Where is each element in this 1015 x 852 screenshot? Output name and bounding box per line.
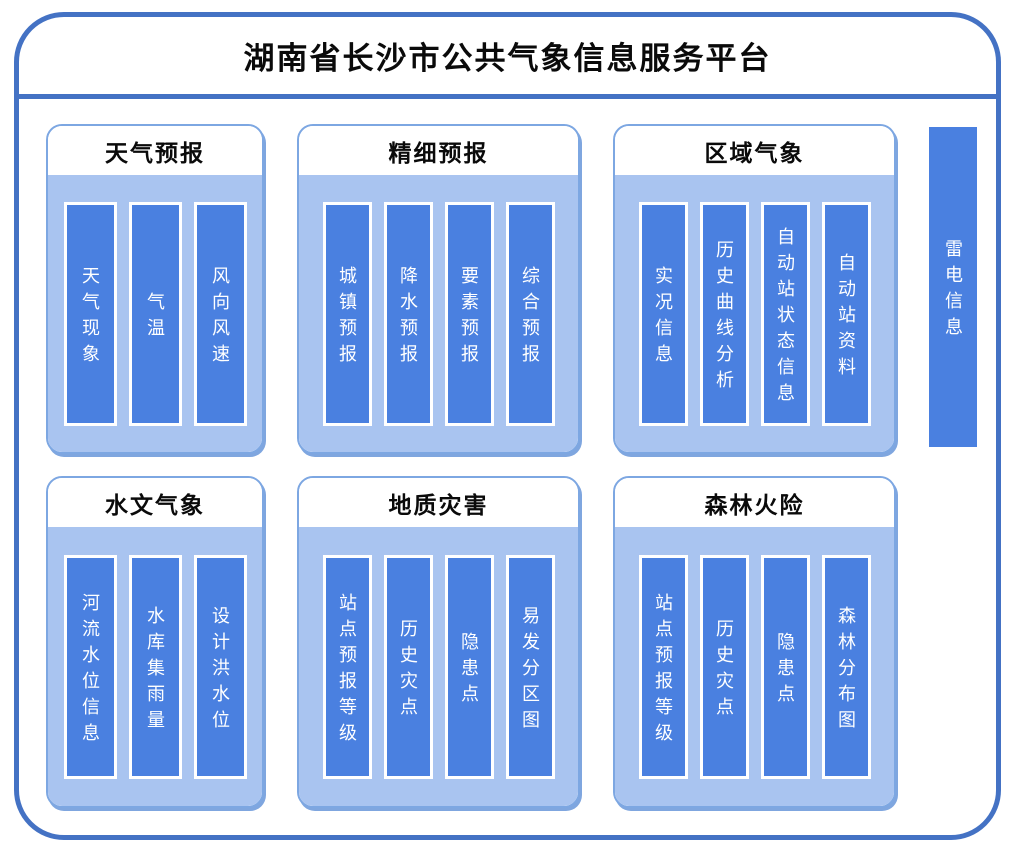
module-bar: 风向风速 (193, 201, 247, 426)
panel-body: 城镇预报 降水预报 要素预报 综合预报 (299, 175, 578, 452)
page-title: 湖南省长沙市公共气象信息服务平台 (243, 41, 772, 76)
panel-body: 河流水位信息 水库集雨量 设计洪水位 (48, 527, 262, 806)
module-bar: 森林分布图 (821, 554, 871, 779)
lightning-info-bar: 雷电信息 (929, 127, 977, 447)
module-label: 气温 (145, 291, 165, 344)
module-bar: 站点预报等级 (322, 554, 372, 779)
module-bar: 隐患点 (760, 554, 810, 779)
panel-body: 站点预报等级 历史灾点 隐患点 易发分区图 (299, 527, 578, 806)
module-label: 隐患点 (459, 631, 479, 710)
module-bar: 城镇预报 (322, 201, 372, 426)
panel-title: 精细预报 (299, 126, 578, 175)
panel-weather-forecast: 天气预报天气现象 气温 风向风速 (46, 124, 264, 454)
title-bar: 湖南省长沙市公共气象信息服务平台 (19, 17, 996, 99)
module-label: 风向风速 (210, 265, 230, 370)
module-bar: 天气现象 (63, 201, 117, 426)
module-bar: 隐患点 (444, 554, 494, 779)
module-label: 综合预报 (520, 265, 540, 370)
module-label: 天气现象 (80, 265, 100, 370)
module-bar: 水库集雨量 (128, 554, 182, 779)
content-area: 天气预报天气现象气温风向风速精细预报城镇预报降水预报要素预报综合预报区域气象实况… (19, 99, 996, 808)
module-label: 森林分布图 (836, 605, 856, 736)
module-label: 易发分区图 (520, 605, 540, 736)
module-label: 自动站状态信息 (775, 226, 795, 409)
panel-regional-meteorology: 区域气象实况信息 历史曲线分析 自动站状态信息 自动站资料 (613, 124, 896, 454)
panel-title: 区域气象 (615, 126, 894, 175)
module-label: 设计洪水位 (210, 605, 230, 736)
panel-body: 站点预报等级 历史灾点 隐患点 森林分布图 (615, 527, 894, 806)
module-label: 自动站资料 (836, 252, 856, 383)
panel-fine-forecast: 精细预报城镇预报 降水预报 要素预报 综合预报 (297, 124, 580, 454)
module-bar: 历史灾点 (699, 554, 749, 779)
panel-body: 天气现象 气温 风向风速 (48, 175, 262, 452)
lightning-info-label: 雷电信息 (943, 239, 963, 343)
module-bar: 历史灾点 (383, 554, 433, 779)
panel-title: 天气预报 (48, 126, 262, 175)
panel-title: 森林火险 (615, 478, 894, 527)
module-label: 站点预报等级 (653, 592, 673, 749)
panel-title: 水文气象 (48, 478, 262, 527)
panel-geological-disaster: 地质灾害站点预报等级 历史灾点 隐患点 易发分区图 (297, 476, 580, 808)
panel-body: 实况信息 历史曲线分析 自动站状态信息 自动站资料 (615, 175, 894, 452)
module-bar: 综合预报 (505, 201, 555, 426)
module-bar: 实况信息 (638, 201, 688, 426)
platform-frame: 湖南省长沙市公共气象信息服务平台 天气预报天气现象 气温 风向风速 精细预报城镇预报 降… (14, 12, 1001, 840)
module-label: 站点预报等级 (337, 592, 357, 749)
module-label: 降水预报 (398, 265, 418, 370)
module-label: 河流水位信息 (80, 592, 100, 749)
module-label: 历史灾点 (398, 618, 418, 723)
module-label: 城镇预报 (337, 265, 357, 370)
module-bar: 易发分区图 (505, 554, 555, 779)
panel-hydrological-meteorology: 水文气象河流水位信息 水库集雨量 设计洪水位 (46, 476, 264, 808)
module-label: 实况信息 (653, 265, 673, 370)
module-label: 要素预报 (459, 265, 479, 370)
module-bar: 气温 (128, 201, 182, 426)
module-bar: 设计洪水位 (193, 554, 247, 779)
module-label: 水库集雨量 (145, 605, 165, 736)
module-label: 隐患点 (775, 631, 795, 710)
module-label: 历史曲线分析 (714, 239, 734, 396)
module-bar: 自动站资料 (821, 201, 871, 426)
module-bar: 降水预报 (383, 201, 433, 426)
module-bar: 河流水位信息 (63, 554, 117, 779)
panel-title: 地质灾害 (299, 478, 578, 527)
module-bar: 站点预报等级 (638, 554, 688, 779)
module-bar: 自动站状态信息 (760, 201, 810, 426)
module-bar: 历史曲线分析 (699, 201, 749, 426)
module-bar: 要素预报 (444, 201, 494, 426)
panel-forest-fire-risk: 森林火险站点预报等级 历史灾点 隐患点 森林分布图 (613, 476, 896, 808)
module-label: 历史灾点 (714, 618, 734, 723)
